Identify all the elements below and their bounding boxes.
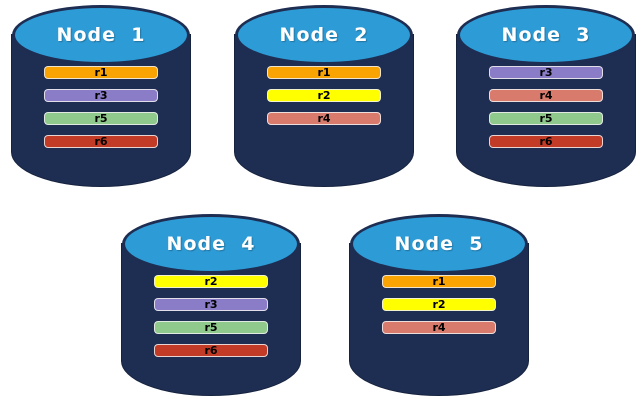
- replica-bar-r3: r3: [44, 89, 158, 102]
- replica-bar-r1: r1: [44, 66, 158, 79]
- replica-bar-r6: r6: [489, 135, 603, 148]
- node-3-cylinder: Node 3 r3 r4 r5 r6: [457, 5, 635, 186]
- replica-bar-r1: r1: [382, 275, 496, 288]
- replica-label: r3: [204, 298, 218, 311]
- replica-label: r6: [539, 135, 553, 148]
- replica-bar-r2: r2: [154, 275, 268, 288]
- node-2-title: Node 2: [279, 24, 369, 46]
- replica-label: r3: [539, 66, 553, 79]
- replica-bar-r4: r4: [489, 89, 603, 102]
- node-5-cylinder-top: Node 5: [350, 214, 528, 274]
- node-4-replica-list: r2 r3 r5 r6: [122, 275, 300, 367]
- node-3-replica-list: r3 r4 r5 r6: [457, 66, 635, 158]
- replica-label: r4: [432, 321, 446, 334]
- replica-bar-r6: r6: [44, 135, 158, 148]
- node-2-replica-list: r1 r2 r4: [235, 66, 413, 135]
- node-4-cylinder-top: Node 4: [122, 214, 300, 274]
- replica-label: r6: [204, 344, 218, 357]
- replica-label: r1: [317, 66, 331, 79]
- node-5-title: Node 5: [394, 233, 484, 255]
- replica-label: r2: [432, 298, 446, 311]
- replica-label: r1: [94, 66, 108, 79]
- replica-bar-r2: r2: [267, 89, 381, 102]
- node-1-replica-list: r1 r3 r5 r6: [12, 66, 190, 158]
- replica-bar-r4: r4: [382, 321, 496, 334]
- replica-label: r5: [94, 112, 108, 125]
- node-4-title: Node 4: [166, 233, 256, 255]
- node-1-cylinder-top: Node 1: [12, 5, 190, 65]
- replica-label: r4: [317, 112, 331, 125]
- replica-bar-r5: r5: [44, 112, 158, 125]
- replica-label: r5: [539, 112, 553, 125]
- replica-label: r6: [94, 135, 108, 148]
- replica-bar-r5: r5: [154, 321, 268, 334]
- replica-label: r3: [94, 89, 108, 102]
- node-5-replica-list: r1 r2 r4: [350, 275, 528, 344]
- node-1-cylinder: Node 1 r1 r3 r5 r6: [12, 5, 190, 186]
- replica-bar-r5: r5: [489, 112, 603, 125]
- replica-bar-r2: r2: [382, 298, 496, 311]
- node-5-cylinder: Node 5 r1 r2 r4: [350, 214, 528, 395]
- replica-label: r5: [204, 321, 218, 334]
- replica-bar-r6: r6: [154, 344, 268, 357]
- replica-bar-r3: r3: [154, 298, 268, 311]
- node-2-cylinder-top: Node 2: [235, 5, 413, 65]
- replica-label: r4: [539, 89, 553, 102]
- node-3-cylinder-top: Node 3: [457, 5, 635, 65]
- replica-bar-r1: r1: [267, 66, 381, 79]
- node-2-cylinder: Node 2 r1 r2 r4: [235, 5, 413, 186]
- node-3-title: Node 3: [501, 24, 591, 46]
- replica-bar-r3: r3: [489, 66, 603, 79]
- node-4-cylinder: Node 4 r2 r3 r5 r6: [122, 214, 300, 395]
- replica-label: r2: [204, 275, 218, 288]
- replica-label: r2: [317, 89, 331, 102]
- node-1-title: Node 1: [56, 24, 146, 46]
- replica-label: r1: [432, 275, 446, 288]
- replica-bar-r4: r4: [267, 112, 381, 125]
